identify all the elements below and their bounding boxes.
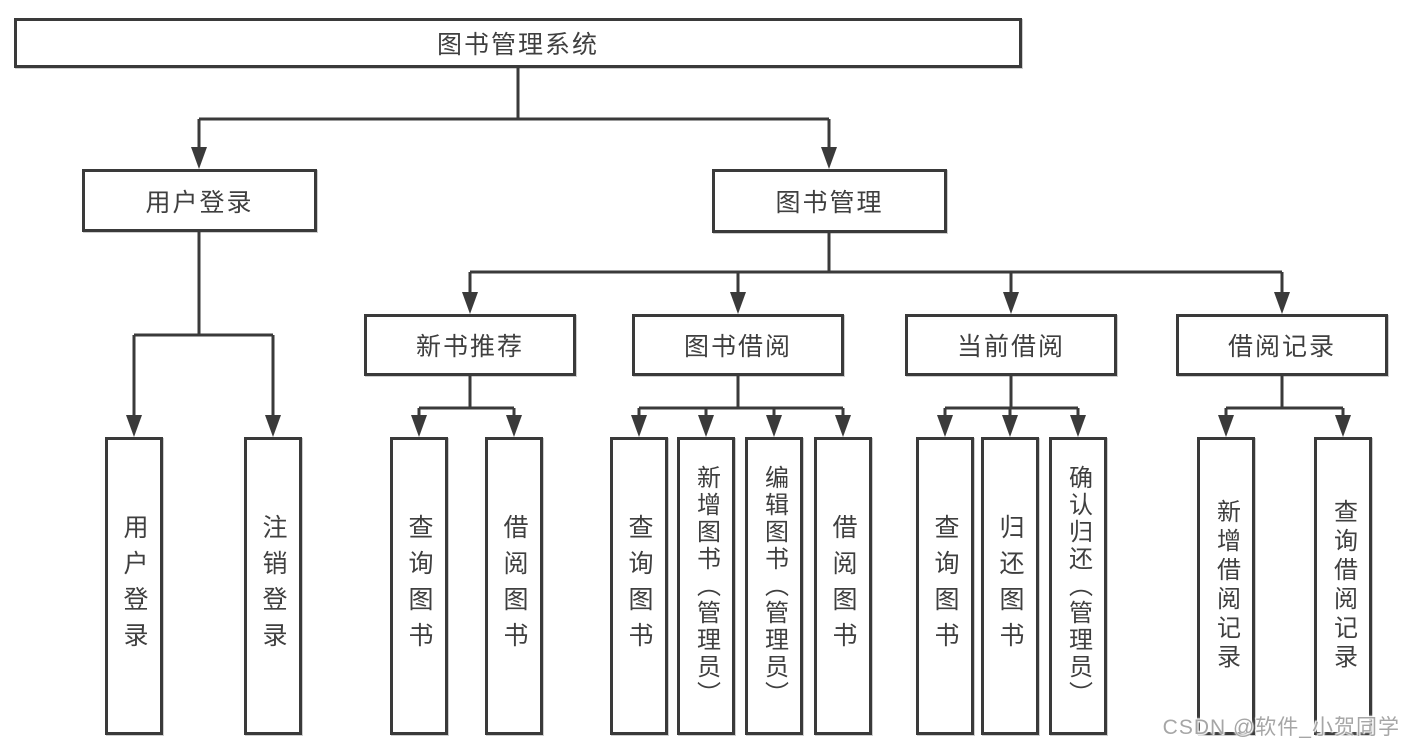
leaf-query-borrow-record-label: 查询借阅记录 <box>1329 499 1357 673</box>
node-root-label: 图书管理系统 <box>436 31 599 59</box>
node-new-books-label: 新书推荐 <box>415 333 524 361</box>
leaf-newbooks-query-books-label: 查询图书 <box>405 514 433 658</box>
leaf-borrowing-query-books: 查询图书 <box>610 437 668 735</box>
leaf-logout-label: 注销登录 <box>259 514 287 658</box>
leaf-return-books: 归还图书 <box>981 437 1039 735</box>
node-current-borrowing: 当前借阅 <box>905 314 1117 376</box>
node-book-management: 图书管理 <box>712 169 947 233</box>
leaf-current-query-books-label: 查询图书 <box>931 514 959 658</box>
watermark-text: CSDN @软件_小贺同学 <box>1162 716 1400 739</box>
leaf-add-borrow-record-label: 新增借阅记录 <box>1212 499 1240 673</box>
leaf-logout: 注销登录 <box>244 437 302 735</box>
node-book-management-label: 图书管理 <box>775 189 884 217</box>
leaf-confirm-return-admin-label: 确认归还（管理员） <box>1064 464 1092 708</box>
leaf-edit-books-admin-label: 编辑图书（管理员） <box>760 464 788 708</box>
leaf-confirm-return-admin: 确认归还（管理员） <box>1049 437 1107 735</box>
leaf-add-borrow-record: 新增借阅记录 <box>1197 437 1255 735</box>
leaf-add-books-admin-label: 新增图书（管理员） <box>692 464 720 708</box>
leaf-newbooks-borrow-books-label: 借阅图书 <box>500 514 528 658</box>
leaf-borrowing-borrow-books: 借阅图书 <box>814 437 872 735</box>
leaf-user-login-label: 用户登录 <box>120 514 148 658</box>
node-book-borrowing: 图书借阅 <box>632 314 844 376</box>
leaf-newbooks-borrow-books: 借阅图书 <box>485 437 543 735</box>
leaf-newbooks-query-books: 查询图书 <box>390 437 448 735</box>
leaf-query-borrow-record: 查询借阅记录 <box>1314 437 1372 735</box>
node-borrowing-records: 借阅记录 <box>1176 314 1388 376</box>
leaf-borrowing-query-books-label: 查询图书 <box>625 514 653 658</box>
node-borrowing-records-label: 借阅记录 <box>1227 333 1336 361</box>
node-current-borrowing-label: 当前借阅 <box>956 333 1065 361</box>
leaf-user-login: 用户登录 <box>105 437 163 735</box>
node-book-borrowing-label: 图书借阅 <box>683 333 792 361</box>
node-new-books: 新书推荐 <box>364 314 576 376</box>
node-user-login-label: 用户登录 <box>145 188 254 217</box>
leaf-current-query-books: 查询图书 <box>916 437 974 735</box>
node-root: 图书管理系统 <box>14 18 1022 68</box>
leaf-add-books-admin: 新增图书（管理员） <box>677 437 735 735</box>
node-user-login: 用户登录 <box>82 169 317 232</box>
leaf-return-books-label: 归还图书 <box>996 514 1024 658</box>
leaf-borrowing-borrow-books-label: 借阅图书 <box>829 514 857 658</box>
leaf-edit-books-admin: 编辑图书（管理员） <box>745 437 803 735</box>
